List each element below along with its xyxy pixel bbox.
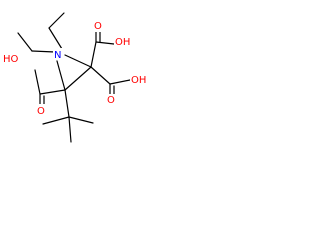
- carbonyl-top-right-label: O: [94, 21, 102, 32]
- ring-bond-c2-n: [56, 60, 66, 91]
- carboxyl-left-oh-bond: [34, 69, 41, 95]
- c2-tbutyl-bond: [64, 89, 70, 118]
- carboxyl-bottom-oh-bond: [109, 79, 131, 85]
- tbutyl-methyl-left: [42, 116, 70, 125]
- tbutyl-methyl-down: [68, 116, 72, 143]
- nitrogen-label: N: [54, 50, 61, 61]
- tbutyl-methyl-right: [68, 116, 94, 124]
- carbonyl-bottom-right-label: O: [107, 95, 115, 106]
- c3-carboxyl-top-bond: [90, 41, 97, 68]
- carbonyl-bottom-right-label-bg: [106, 94, 116, 106]
- ring-bond-c2-c3: [64, 66, 92, 91]
- c2-carboxyl-bond: [39, 89, 66, 95]
- carbonyl-top-right-label-bg: [93, 20, 103, 32]
- hydroxyl-top-right-label: OH: [115, 37, 130, 48]
- hydroxyl-bottom-right-label-bg: [130, 74, 148, 86]
- n-ethyl-bond-a1: [48, 27, 63, 50]
- hydroxyl-bottom-right-label: OH: [131, 75, 146, 86]
- ring-bond-c3-n: [64, 54, 92, 68]
- carbonyl-left-label-bg: [36, 104, 46, 116]
- hydroxyl-left-label-bg: [2, 52, 20, 64]
- hydroxyl-left-label: HO: [3, 54, 19, 65]
- n-ethyl-bond-b1: [31, 50, 56, 53]
- molecule-structure-diagram: N HO O O OH OH O: [2, 12, 148, 143]
- carboxyl-top-oh-bond: [95, 41, 115, 45]
- nitrogen-label-bg: [53, 48, 63, 60]
- hydroxyl-top-right-label-bg: [114, 36, 132, 48]
- n-ethyl-bond-a2: [48, 12, 65, 29]
- n-ethyl-bond-b2: [17, 32, 33, 52]
- c3-carboxyl-bottom-bond: [90, 66, 111, 85]
- carbonyl-left-label: O: [37, 106, 45, 117]
